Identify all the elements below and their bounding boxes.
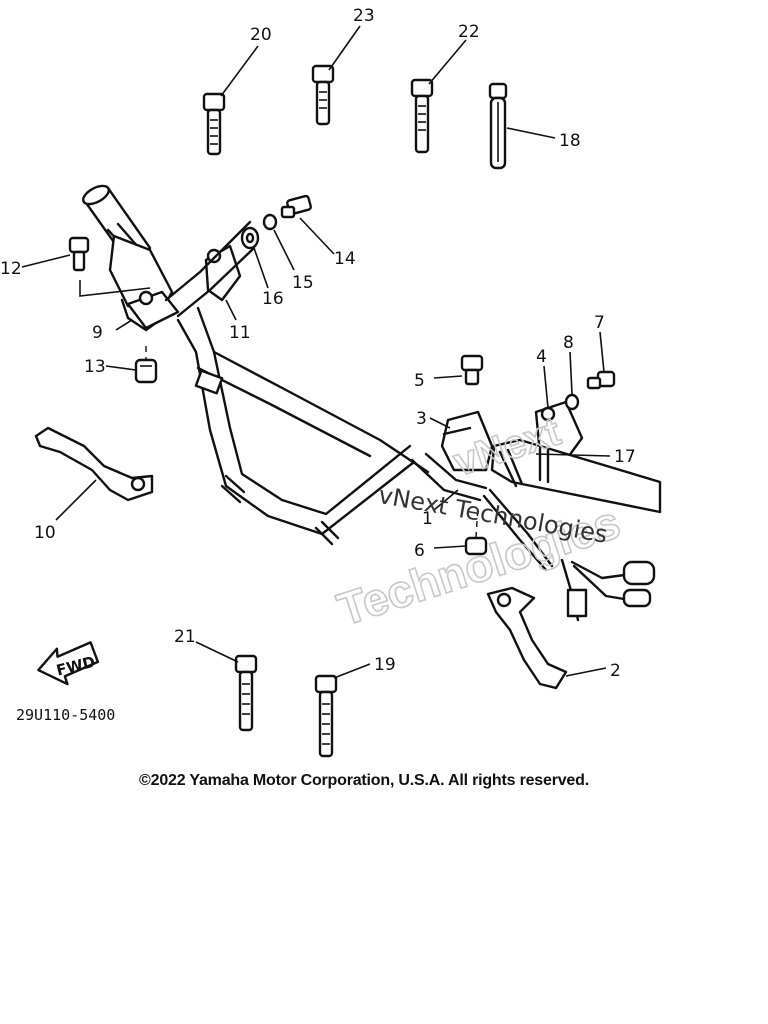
- cable-tie-23: [311, 64, 335, 126]
- leader-5: [433, 375, 463, 379]
- washer-15: [262, 213, 278, 231]
- cable-tie-19: [314, 674, 338, 758]
- leader-12: [21, 254, 71, 268]
- callout-17: 17: [614, 447, 636, 467]
- callout-20: 20: [250, 25, 272, 45]
- holder-11: [204, 244, 242, 302]
- cable-band-18: [488, 82, 508, 170]
- leader-7: [599, 331, 605, 373]
- screw-7: [586, 370, 616, 390]
- callout-13: 13: [84, 357, 106, 377]
- throttle-grip-17: [490, 438, 662, 514]
- leader-22: [428, 39, 467, 85]
- callout-10: 10: [34, 523, 56, 543]
- callout-12: 12: [0, 259, 22, 279]
- callout-7: 7: [594, 313, 605, 333]
- callout-4: 4: [536, 347, 547, 367]
- callout-1: 1: [422, 509, 433, 529]
- callout-5: 5: [414, 371, 425, 391]
- callout-19: 19: [374, 655, 396, 675]
- switch-wire-harness: [560, 558, 656, 622]
- leader-16: [253, 247, 269, 289]
- leader-2: [565, 667, 607, 677]
- callout-6: 6: [414, 541, 425, 561]
- washer-16: [240, 226, 260, 250]
- leader-8: [569, 351, 573, 395]
- clutch-lever-10: [34, 426, 154, 502]
- screw-5: [460, 354, 484, 386]
- leader-3: [429, 417, 451, 429]
- leader-10: [55, 479, 97, 521]
- leader-9: [115, 319, 133, 331]
- leader-23: [328, 25, 361, 71]
- callout-2: 2: [610, 661, 621, 681]
- copyright-notice: ©2022 Yamaha Motor Corporation, U.S.A. A…: [139, 772, 589, 789]
- leader-11: [225, 299, 237, 321]
- throttle-housing-3: [440, 410, 494, 472]
- callout-15: 15: [292, 273, 314, 293]
- bolt-14: [280, 194, 312, 219]
- leader-18: [506, 127, 556, 139]
- cap-6: [464, 505, 488, 556]
- leader-20: [220, 45, 259, 97]
- cable-tie-22: [410, 78, 434, 154]
- callout-14: 14: [334, 249, 356, 269]
- callout-22: 22: [458, 22, 480, 42]
- callout-16: 16: [262, 289, 284, 309]
- leader-1: [433, 489, 459, 511]
- leader-19: [333, 663, 371, 679]
- cable-tie-20: [202, 92, 226, 156]
- throttle-cable-assembly-1: [410, 452, 554, 572]
- cable-tie-21: [234, 654, 258, 732]
- handlebar: [164, 220, 430, 546]
- callout-23: 23: [353, 6, 375, 26]
- diagram-code: 29U110-5400: [16, 706, 115, 724]
- bolt-12: [68, 236, 90, 272]
- brake-lever-2: [486, 586, 568, 690]
- leader-17: [535, 453, 611, 457]
- callout-3: 3: [416, 409, 427, 429]
- leader-21: [195, 641, 239, 663]
- leader-14: [299, 217, 335, 255]
- fwd-arrow: FWD: [37, 641, 100, 686]
- leader-15: [273, 229, 295, 271]
- washer-8: [564, 393, 580, 411]
- callout-21: 21: [174, 627, 196, 647]
- callout-18: 18: [559, 131, 581, 151]
- leader-13: [105, 365, 137, 371]
- callout-9: 9: [92, 323, 103, 343]
- bolt-12-path: [79, 280, 151, 297]
- callout-11: 11: [229, 323, 251, 343]
- callout-8: 8: [563, 333, 574, 353]
- leader-6: [433, 545, 467, 549]
- leader-4: [543, 365, 549, 409]
- nut-13: [134, 358, 158, 384]
